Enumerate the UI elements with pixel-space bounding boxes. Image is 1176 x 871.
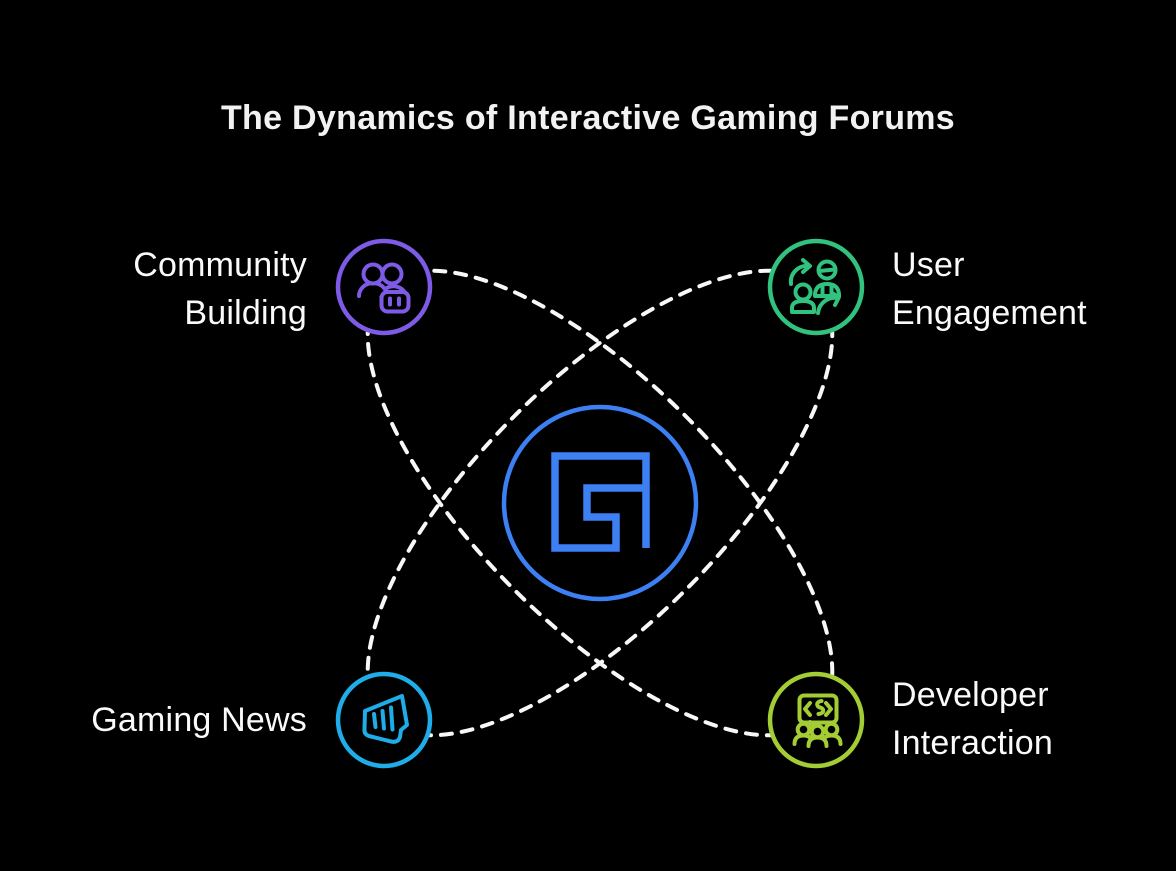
fist-knuckle-1 xyxy=(372,712,378,729)
g-logo-path xyxy=(551,452,650,552)
audience-center-body xyxy=(806,735,829,748)
label-line: Interaction xyxy=(892,724,1053,762)
code-bracket-right xyxy=(824,701,833,717)
label-line: Gaming News xyxy=(91,701,307,739)
node-user-engagement xyxy=(767,238,865,336)
node-developer-interaction xyxy=(767,671,865,769)
users-gamepad-icon xyxy=(357,262,411,314)
label-community-building: Community Building xyxy=(133,241,307,337)
user2-head xyxy=(380,262,404,286)
user1-head xyxy=(361,262,385,286)
user-top-head-line xyxy=(817,267,837,273)
user-bottom-body xyxy=(790,299,816,314)
label-line: Engagement xyxy=(892,294,1087,332)
arrow-up-curve xyxy=(788,263,811,286)
g-logo-icon xyxy=(551,452,650,552)
gamepad xyxy=(379,290,411,314)
user-top-body xyxy=(813,282,841,298)
page-title: The Dynamics of Interactive Gaming Forum… xyxy=(220,99,956,137)
center-circle xyxy=(501,404,699,602)
arrow-down-head xyxy=(830,291,841,307)
fist-knuckle-2 xyxy=(380,709,386,731)
code-presentation-icon xyxy=(792,693,843,748)
fist-knuckle-3 xyxy=(389,705,395,732)
node-gaming-news xyxy=(335,671,433,769)
code-bracket-left xyxy=(803,701,812,717)
code-slash xyxy=(815,699,826,716)
arrow-down-curve xyxy=(816,295,840,315)
label-line: Developer xyxy=(892,676,1049,714)
fist-outline xyxy=(362,694,409,744)
label-user-engagement: User Engagement xyxy=(892,241,1087,337)
label-developer-interaction: Developer Interaction xyxy=(892,671,1053,767)
label-line: Community xyxy=(133,246,307,284)
label-gaming-news: Gaming News xyxy=(91,696,307,744)
arrow-up-head xyxy=(801,258,812,274)
user-exchange-icon xyxy=(788,258,841,315)
node-community-building xyxy=(335,238,433,336)
center-node xyxy=(501,404,699,602)
label-line: User xyxy=(892,246,965,284)
label-line: Building xyxy=(184,294,307,332)
fist-icon xyxy=(362,694,409,744)
